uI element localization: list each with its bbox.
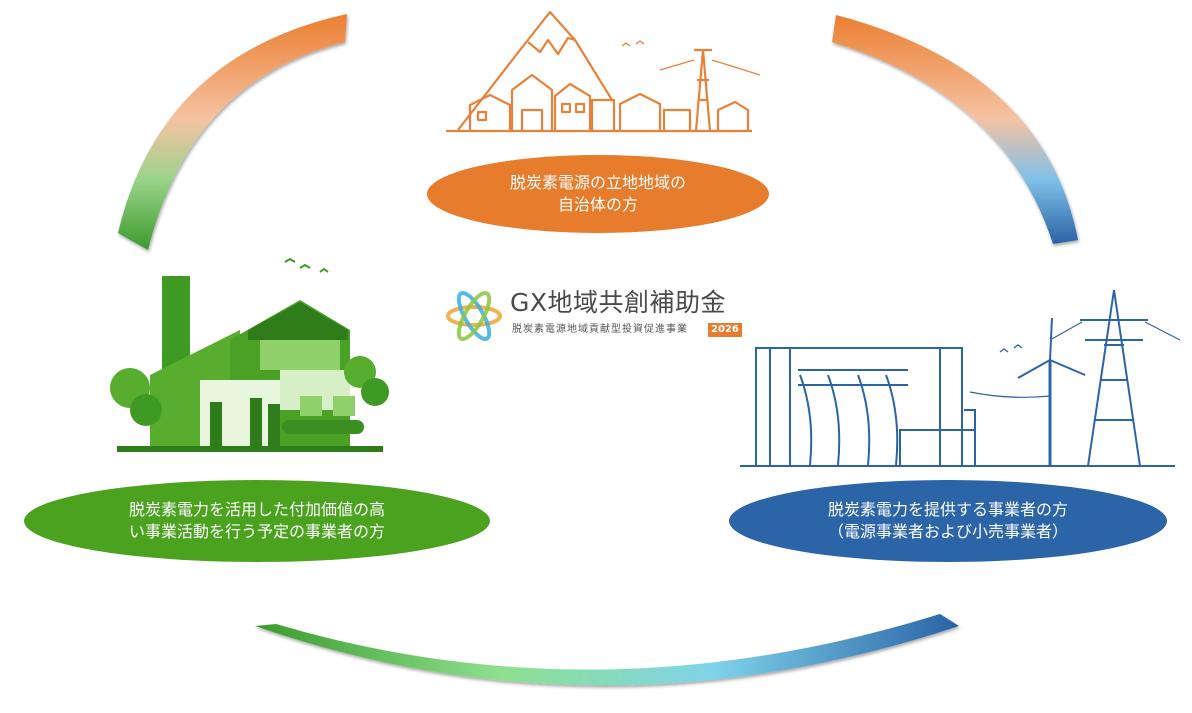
node-right-line1: 脱炭素電力を提供する事業者の方 bbox=[827, 500, 1068, 519]
logo-title: GX地域共創補助金 bbox=[510, 288, 726, 317]
node-power-supplier: 脱炭素電力を提供する事業者の方 （電源事業者および小売事業者） bbox=[729, 480, 1167, 562]
gx-logo-emblem bbox=[446, 291, 502, 341]
arrow-arc-top-left bbox=[118, 14, 347, 250]
gx-logo: GX地域共創補助金 脱炭素電源地域貢献型投資促進事業 2026 bbox=[444, 285, 754, 347]
node-right-line2: （電源事業者および小売事業者） bbox=[827, 522, 1068, 541]
node-local-government: 脱炭素電源の立地地域の 自治体の方 bbox=[427, 155, 769, 233]
logo-subtitle: 脱炭素電源地域貢献型投資促進事業 bbox=[512, 324, 688, 335]
node-left-line2: い事業活動を行う予定の事業者の方 bbox=[128, 522, 385, 541]
mountain-town-icon bbox=[446, 10, 761, 133]
arrow-arc-top-right bbox=[832, 15, 1078, 244]
arrow-arc-bottom bbox=[255, 614, 959, 686]
node-top-line2: 自治体の方 bbox=[557, 195, 638, 214]
green-factory-icon bbox=[110, 257, 389, 452]
node-power-user-business: 脱炭素電力を活用した付加価値の高 い事業活動を行う予定の事業者の方 bbox=[24, 480, 490, 562]
node-top-line1: 脱炭素電源の立地地域の bbox=[509, 173, 686, 192]
logo-year-badge: 2026 bbox=[708, 323, 742, 337]
node-left-line1: 脱炭素電力を活用した付加価値の高 bbox=[128, 500, 385, 519]
dam-windmill-powerline-icon bbox=[740, 289, 1181, 467]
